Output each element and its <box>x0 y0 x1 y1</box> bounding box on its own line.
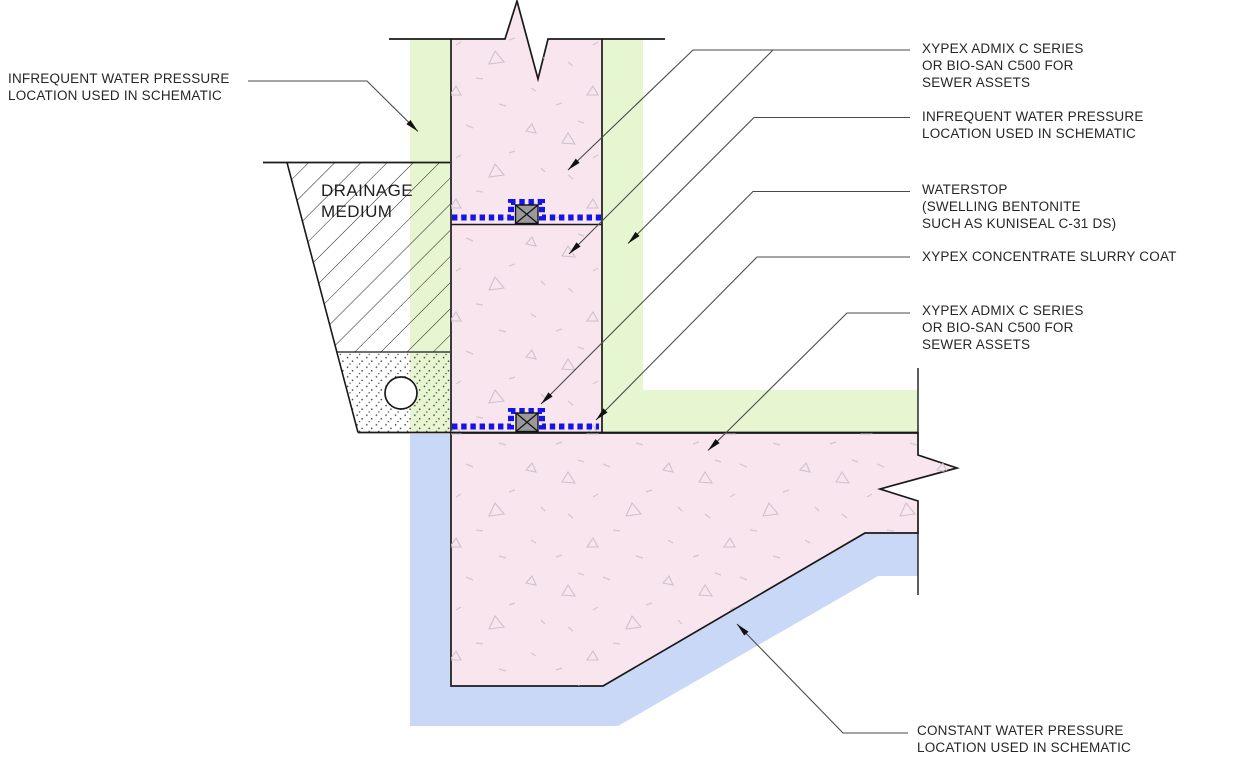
label-admix-wall: XYPEX ADMIX C SERIES OR BIO-SAN C500 FOR… <box>922 41 1084 90</box>
leader-waterstop <box>540 190 910 405</box>
label-infrequent-left: INFREQUENT WATER PRESSURE LOCATION USED … <box>8 71 230 103</box>
label-drainage-medium: DRAINAGE MEDIUM <box>321 181 413 221</box>
label-waterstop: WATERSTOP (SWELLING BENTONITE SUCH AS KU… <box>922 182 1117 231</box>
infrequent-pressure-zone-footing <box>643 390 918 433</box>
leader-admix-wall-upper <box>567 49 910 171</box>
trench-slope-edge <box>286 162 359 433</box>
waterstop-upper-dots <box>452 199 601 221</box>
label-constant-water: CONSTANT WATER PRESSURE LOCATION USED IN… <box>917 723 1131 755</box>
label-slurry-coat: XYPEX CONCENTRATE SLURRY COAT <box>922 249 1177 264</box>
filter-bed-dots <box>287 352 450 432</box>
constant-pressure-zone <box>410 434 918 726</box>
leader-infrequent-right <box>627 116 910 244</box>
waterstop-upper-block <box>514 204 539 225</box>
infrequent-pressure-zone-right <box>602 39 643 433</box>
drain-pipe-icon <box>384 376 418 410</box>
leader-slurry-coat <box>595 256 910 421</box>
footing-concrete-texture <box>451 433 957 686</box>
label-infrequent-right: INFREQUENT WATER PRESSURE LOCATION USED … <box>922 109 1144 141</box>
leader-admix-wall-lower <box>568 49 774 255</box>
waterstop-lower-block <box>515 412 539 433</box>
waterstop-lower-dots <box>452 408 599 430</box>
leader-infrequent-left <box>248 80 419 132</box>
footing-concrete <box>450 432 960 687</box>
leader-admix-footing <box>707 312 910 451</box>
leader-constant-water <box>736 623 908 734</box>
label-admix-footing: XYPEX ADMIX C SERIES OR BIO-SAN C500 FOR… <box>922 303 1084 352</box>
